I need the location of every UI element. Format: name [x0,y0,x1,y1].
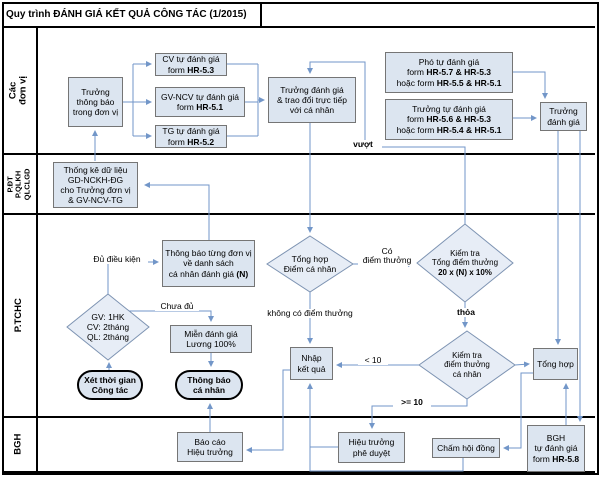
title-row [2,2,595,28]
terminator-start-time: Xét thời gian Công tác [77,370,143,400]
box-notify-units: Thông báo từng đơn vị về danh sách cá nh… [162,240,255,287]
label-eligible: Đủ điều kiện [86,254,148,265]
lane-bgh [2,416,595,473]
terminator-notify-person: Thông báo cá nhân [175,370,243,400]
lane-label-divider [36,28,38,473]
box-report-principal: Báo cáo Hiệu trưởng [177,432,243,462]
box-head-self-eval: Trưởng tự đánh giá form HR-5.6 & HR-5.3 … [385,99,513,140]
box-head-notify: Trưởng thông báo trong đơn vị [68,77,123,127]
box-deputy-self-eval: Phó tự đánh giá form HR-5.7 & HR-5.3 hoặ… [385,52,513,93]
label-not-enough: Chưa đủ [155,301,199,312]
box-gv-ncv-self-eval: GV-NCV tự đánh giá form HR-5.1 [155,87,245,117]
box-head-eval: Trưởng đánh giá & trao đổi trực tiếp với… [268,77,356,123]
diamond-sum-personal [266,235,354,293]
box-bgh-self-eval: BGH tự đánh giá form HR-5.8 [527,425,585,472]
lane-ptchc [2,213,595,418]
box-exempt: Miễn đánh giá Lương 100% [170,325,252,353]
diamond-text-sum-personal: Tổng hợp Điểm cá nhân [283,253,337,274]
diagram-border [2,2,599,475]
diamond-check-total [416,223,514,303]
box-head-review: Trưởng đánh giá [540,102,587,131]
box-cv-self-eval: CV tự đánh giá form HR-5.3 [155,53,227,76]
label-exceed: vượt [344,139,382,150]
label-has-bonus: Có điểm thưởng [358,246,416,266]
lane-pdt-pqlkh [2,153,595,215]
box-enter-results: Nhập kết quả [290,347,333,380]
box-stats: Thống kê dữ liệu GD-NCKH-ĐG cho Trưởng đ… [53,162,138,208]
diamond-text-time-check: GV: 1HK CV: 2tháng QL: 2tháng [86,311,130,342]
diamond-text-check-personal: Kiểm tra điểm thưởng cá nhân [444,350,490,379]
label-no-bonus: không có điểm thưởng [262,308,358,319]
box-tg-self-eval: TG tự đánh giá form HR-5.2 [155,125,227,148]
label-gte10: >= 10 [393,397,431,408]
diamond-check-personal [418,330,516,400]
diamond-time-check [66,293,150,361]
box-summary: Tổng hợp [533,348,578,380]
label-lt10: < 10 [358,355,388,366]
page-title: Quy trình ĐÁNH GIÁ KẾT QUẢ CÔNG TÁC (1/2… [2,2,262,26]
box-principal-approve: Hiệu trưởng phê duyệt [338,432,405,463]
label-satisfy: thỏa [450,307,482,318]
box-council-score: Chấm hội đồng [432,438,500,458]
diamond-text-check-total: Kiểm tra Tổng điểm thưởng 20 x (N) x 10% [431,248,499,277]
lane-cac-don-vi [2,26,595,155]
